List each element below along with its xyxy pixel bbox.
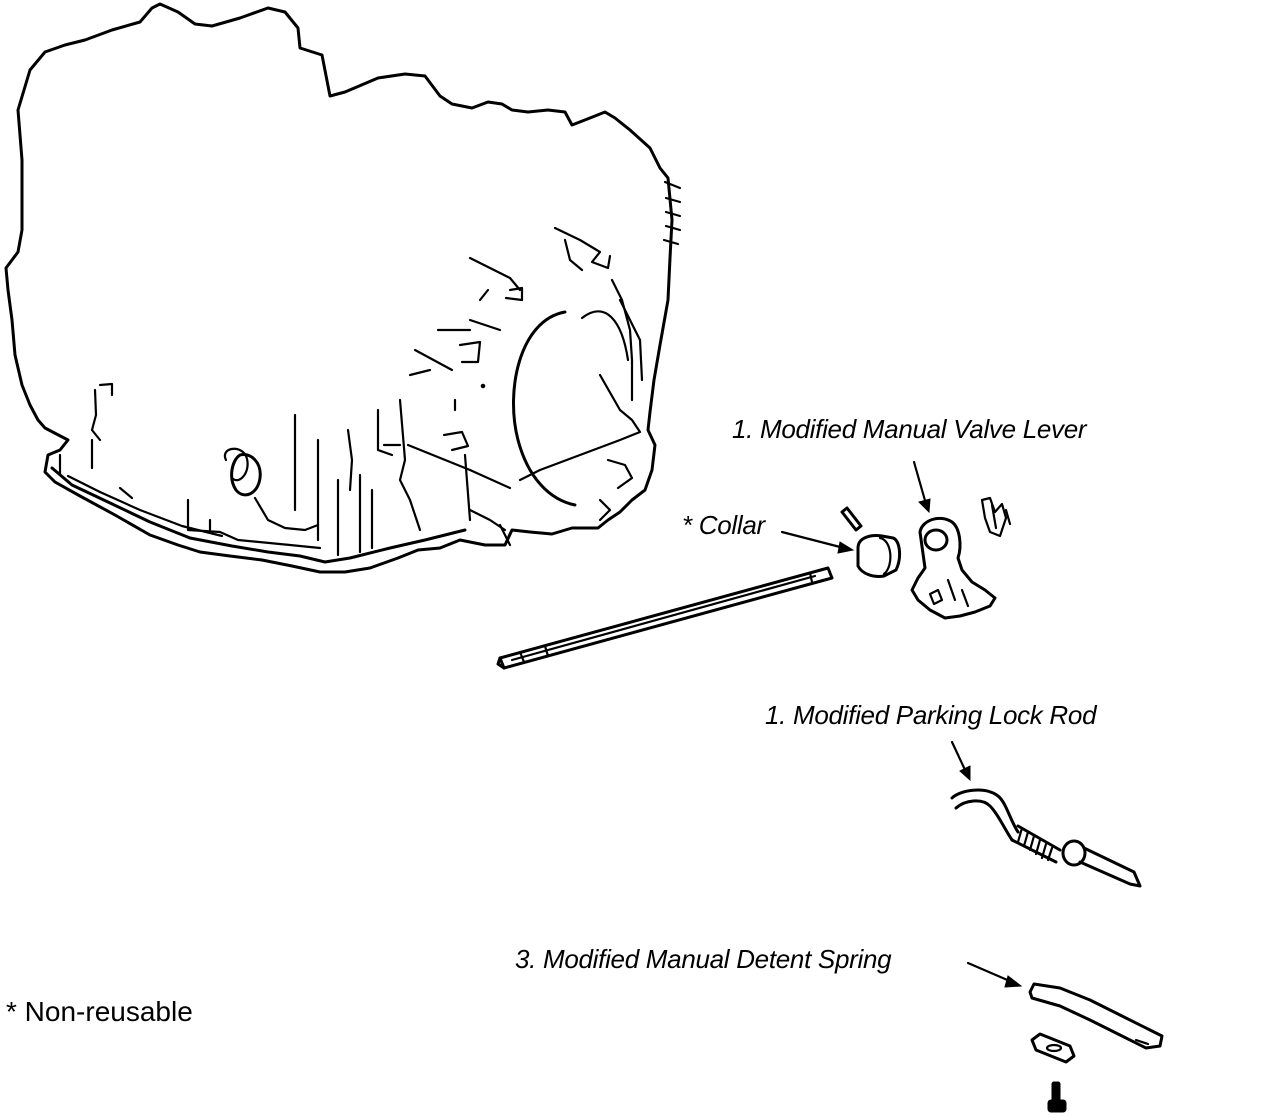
label-parking-lock-rod: 1. Modified Parking Lock Rod [765,700,1097,730]
bolt [1047,1081,1067,1113]
label-manual-detent-spring: 3. Modified Manual Detent Spring [515,944,892,974]
transmission-case [4,2,682,574]
collar-part [856,534,902,578]
label-manual-valve-lever: 1. Modified Manual Valve Lever [732,414,1087,444]
leader-arrows [780,460,1023,988]
parking-lock-rod [950,788,1142,888]
spacer-pin [840,506,863,532]
non-reusable-note: * Non-reusable [6,996,193,1027]
manual-detent-spring [1028,982,1164,1064]
manual-valve-lever [910,516,997,620]
retaining-clip [980,496,1012,538]
manual-valve-shaft [496,566,834,670]
label-collar: * Collar [682,510,765,540]
